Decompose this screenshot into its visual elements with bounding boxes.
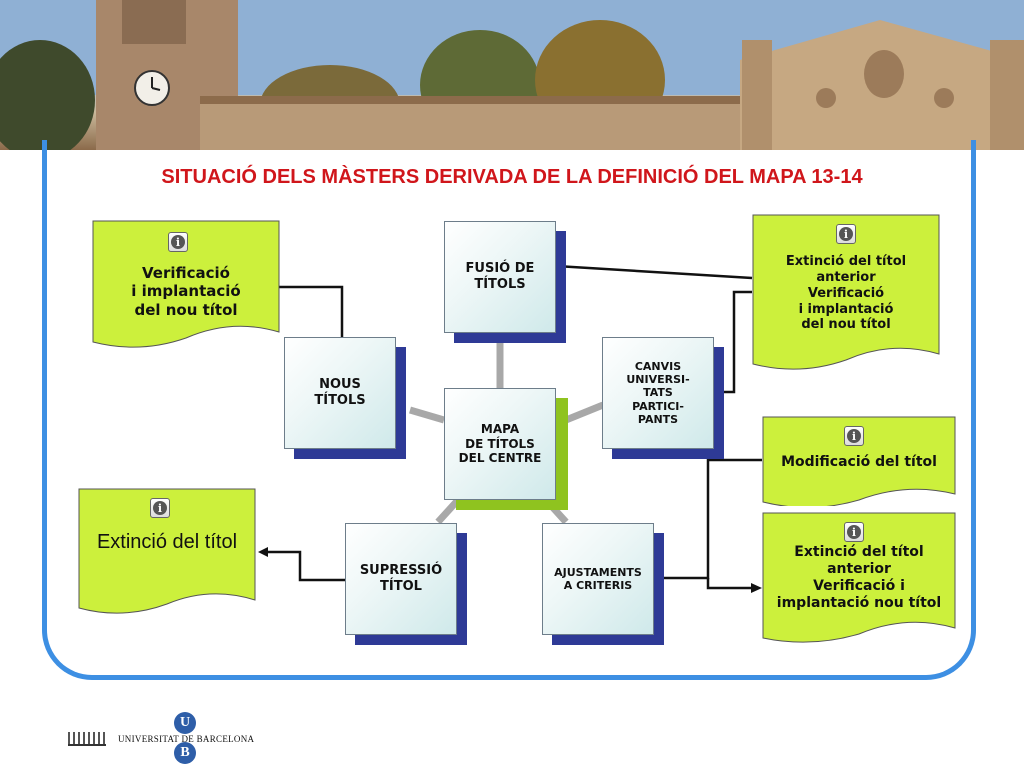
line-ajustaments-extincio	[706, 578, 752, 590]
page-title: SITUACIÓ DELS MÀSTERS DERIVADA DE LA DEF…	[161, 166, 863, 188]
box-supressio-label: SUPRESSIÓ TÍTOL	[359, 563, 443, 594]
note-extincio-left: i Extinció del títol	[78, 488, 256, 618]
info-icon: i	[150, 498, 170, 518]
note-shape	[92, 220, 280, 348]
note-extincio-bottom-right: i Extinció del títol anterior Verificaci…	[762, 512, 956, 644]
line-fusio-extincio	[555, 264, 753, 280]
line-canvis-extincio	[716, 290, 752, 394]
spoke-canvis	[564, 401, 605, 424]
spoke-ajustaments	[543, 497, 569, 525]
header-photo	[0, 0, 1024, 150]
note-shape	[762, 416, 956, 506]
arrowhead-left	[258, 547, 268, 557]
note-extincio-left-text: Extinció del títol	[96, 531, 238, 553]
box-ajustaments-label: AJUSTAMENTS A CRITERIS	[554, 565, 642, 592]
note-extincio-top-right-text: Extinció del títol anterior Verificació …	[785, 254, 907, 333]
university-building-icon	[68, 732, 106, 746]
university-name: UNIVERSITAT DE BARCELONA	[118, 734, 255, 744]
arrowhead-right	[751, 583, 762, 593]
box-center: MAPA DE TÍTOLS DEL CENTRE	[444, 388, 556, 500]
box-canvis-label: CANVIS UNIVERSI- TATS PARTICI- PANTS	[626, 360, 690, 426]
box-nous: NOUS TÍTOLS	[284, 337, 396, 449]
note-extincio-bottom-right-text: Extinció del títol anterior Verificació …	[776, 544, 942, 612]
info-icon: i	[168, 232, 188, 252]
note-modificacio: i Modificació del títol	[762, 416, 956, 506]
logo-letter-u: U	[174, 712, 196, 734]
note-shape	[762, 512, 956, 643]
box-nous-label: NOUS TÍTOLS	[314, 377, 366, 408]
note-extincio-top-right: i Extinció del títol anterior Verificaci…	[752, 214, 940, 374]
content-frame	[42, 140, 976, 680]
spoke-supressio	[435, 497, 461, 525]
line-supressio-extincio	[266, 550, 345, 582]
box-fusio-label: FUSIÓ DE TÍTOLS	[465, 261, 535, 292]
line-ajustaments-modificacio	[655, 458, 762, 580]
info-icon: i	[844, 522, 864, 542]
note-modificacio-text: Modificació del títol	[781, 454, 937, 470]
note-verificacio-text: Verificació i implantació del nou títol	[131, 264, 241, 319]
info-icon: i	[836, 224, 856, 244]
box-center-label: MAPA DE TÍTOLS DEL CENTRE	[458, 422, 542, 466]
spoke-nous	[409, 406, 445, 424]
university-logo: UNIVERSITAT DE BARCELONA U B	[60, 712, 270, 766]
line-nous-verificacio	[278, 285, 344, 337]
note-shape	[78, 488, 256, 614]
note-verificacio: i Verificació i implantació del nou títo…	[92, 220, 280, 352]
logo-letter-b: B	[174, 742, 196, 764]
box-fusio: FUSIÓ DE TÍTOLS	[444, 221, 556, 333]
info-icon: i	[844, 426, 864, 446]
header-photo-drawing	[0, 0, 1024, 150]
note-shape	[752, 214, 940, 370]
box-ajustaments: AJUSTAMENTS A CRITERIS	[542, 523, 654, 635]
box-canvis: CANVIS UNIVERSI- TATS PARTICI- PANTS	[602, 337, 714, 449]
box-supressio: SUPRESSIÓ TÍTOL	[345, 523, 457, 635]
